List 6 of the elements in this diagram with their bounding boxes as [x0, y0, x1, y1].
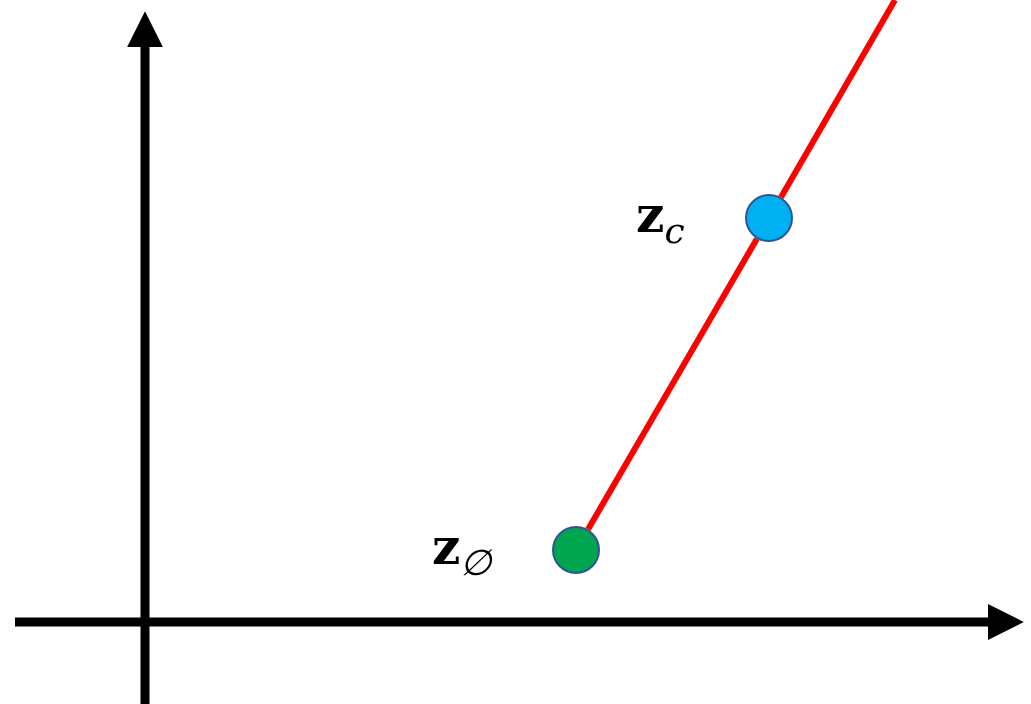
- line-segment: [585, 237, 760, 531]
- point-label: z$_{∅}$: [432, 522, 492, 581]
- line-segment: [778, 0, 898, 199]
- point-label: z$_{c}$: [636, 190, 685, 249]
- dot-marker: [552, 526, 600, 574]
- dot-marker: [745, 194, 793, 242]
